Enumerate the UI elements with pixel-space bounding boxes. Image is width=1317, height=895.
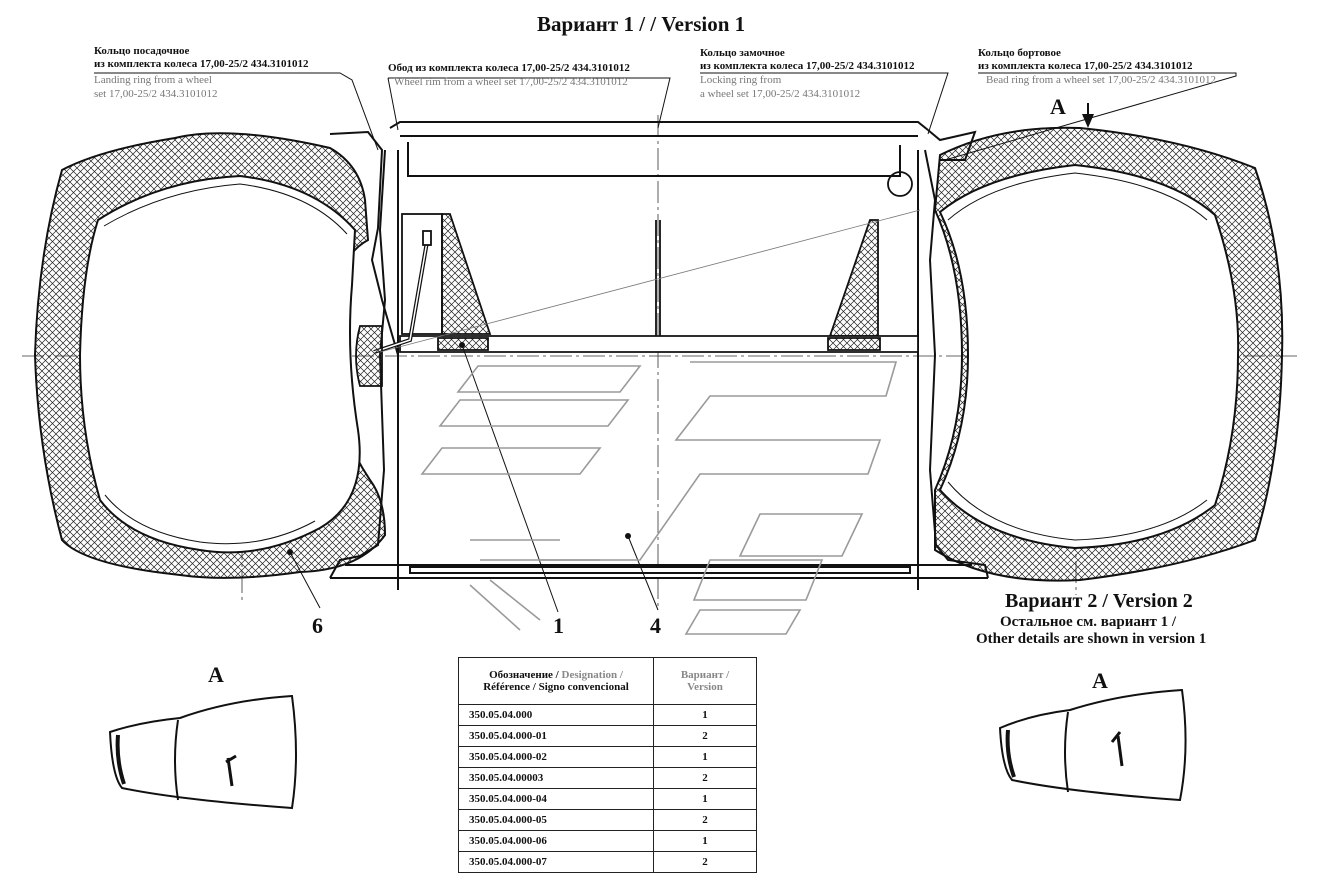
version-cell: 1	[653, 746, 757, 768]
version-2-note-1: Остальное см. вариант 1 /	[1000, 614, 1177, 630]
bead-ring-label-ru-2: из комплекта колеса 17,00-25/2 434.31010…	[978, 60, 1193, 72]
designation-cell: 350.05.04.000-05	[458, 809, 654, 831]
version-cell: 2	[653, 767, 757, 789]
landing-ring-label-en-2: set 17,00-25/2 434.3101012	[94, 88, 218, 100]
locking-ring-label-en-1: Locking ring from	[700, 74, 782, 86]
designation-cell: 350.05.04.00003	[458, 767, 654, 789]
designation-cell: 350.05.04.000	[458, 704, 654, 726]
header-designation: Обозначение / Designation / Référence / …	[458, 657, 654, 705]
table-row: 350.05.04.00003 2	[458, 767, 757, 789]
table-row: 350.05.04.000-07 2	[458, 851, 757, 873]
locking-ring-label-en-2: a wheel set 17,00-25/2 434.3101012	[700, 88, 861, 100]
designation-table: Обозначение / Designation / Référence / …	[458, 657, 757, 873]
bead-ring-label-en: Bead ring from a wheel set 17,00-25/2 43…	[986, 74, 1217, 86]
locking-ring-label-ru-2: из комплекта колеса 17,00-25/2 434.31010…	[700, 60, 915, 72]
view-a-arrow	[1082, 103, 1094, 128]
detail-view-a-left	[108, 694, 297, 810]
callout-4: 4	[650, 613, 661, 638]
view-a-label-right: A	[1092, 668, 1108, 693]
table-row: 350.05.04.000-06 1	[458, 830, 757, 852]
table-row: 350.05.04.000-05 2	[458, 809, 757, 831]
landing-ring-label-ru-2: из комплекта колеса 17,00-25/2 434.31010…	[94, 58, 309, 70]
table-row: 350.05.04.000 1	[458, 704, 757, 726]
header-designation-en: Designation /	[561, 669, 623, 681]
page-title: Вариант 1 / / Version 1	[537, 12, 746, 36]
designation-cell: 350.05.04.000-06	[458, 830, 654, 852]
table-row: 350.05.04.000-01 2	[458, 725, 757, 747]
table-header-row: Обозначение / Designation / Référence / …	[458, 657, 757, 705]
inner-structure	[355, 171, 919, 387]
detail-view-a-right	[998, 688, 1187, 802]
header-version-en: Version	[687, 681, 723, 693]
designation-cell: 350.05.04.000-04	[458, 788, 654, 810]
version-2-title: Вариант 2 / Version 2	[1005, 590, 1193, 612]
right-tire-section	[933, 126, 1284, 582]
header-version: Вариант / Version	[653, 657, 757, 705]
header-designation-fr: Référence / Signo convencional	[483, 681, 629, 693]
header-version-ru: Вариант /	[680, 669, 730, 681]
left-tire-section	[33, 132, 387, 579]
version-cell: 2	[653, 809, 757, 831]
wheel-rim-label-en: Wheel rim from a wheel set 17,00-25/2 43…	[394, 76, 628, 88]
version-cell: 2	[653, 725, 757, 747]
callout-6: 6	[312, 613, 323, 638]
table-row: 350.05.04.000-04 1	[458, 788, 757, 810]
landing-ring-label-en-1: Landing ring from a wheel	[94, 74, 212, 86]
wheel-rim-label-ru: Обод из комплекта колеса 17,00-25/2 434.…	[388, 62, 630, 74]
designation-cell: 350.05.04.000-02	[458, 746, 654, 768]
designation-cell: 350.05.04.000-01	[458, 725, 654, 747]
leader-dots	[287, 342, 631, 555]
watermark-logo	[420, 361, 898, 635]
view-a-label-left: A	[208, 662, 224, 687]
version-cell: 1	[653, 830, 757, 852]
table-row: 350.05.04.000-02 1	[458, 746, 757, 768]
view-a-marker: A	[1050, 94, 1066, 119]
version-cell: 2	[653, 851, 757, 873]
locking-ring-label-ru-1: Кольцо замочное	[700, 47, 785, 59]
version-cell: 1	[653, 788, 757, 810]
bead-ring-label-ru-1: Кольцо бортовое	[978, 47, 1061, 59]
wheel-rim	[329, 121, 989, 590]
header-designation-ru: Обозначение /	[489, 669, 562, 681]
landing-ring-label-ru-1: Кольцо посадочное	[94, 45, 190, 57]
callout-1: 1	[553, 613, 564, 638]
version-cell: 1	[653, 704, 757, 726]
version-2-note-2: Other details are shown in version 1	[976, 631, 1207, 647]
designation-cell: 350.05.04.000-07	[458, 851, 654, 873]
